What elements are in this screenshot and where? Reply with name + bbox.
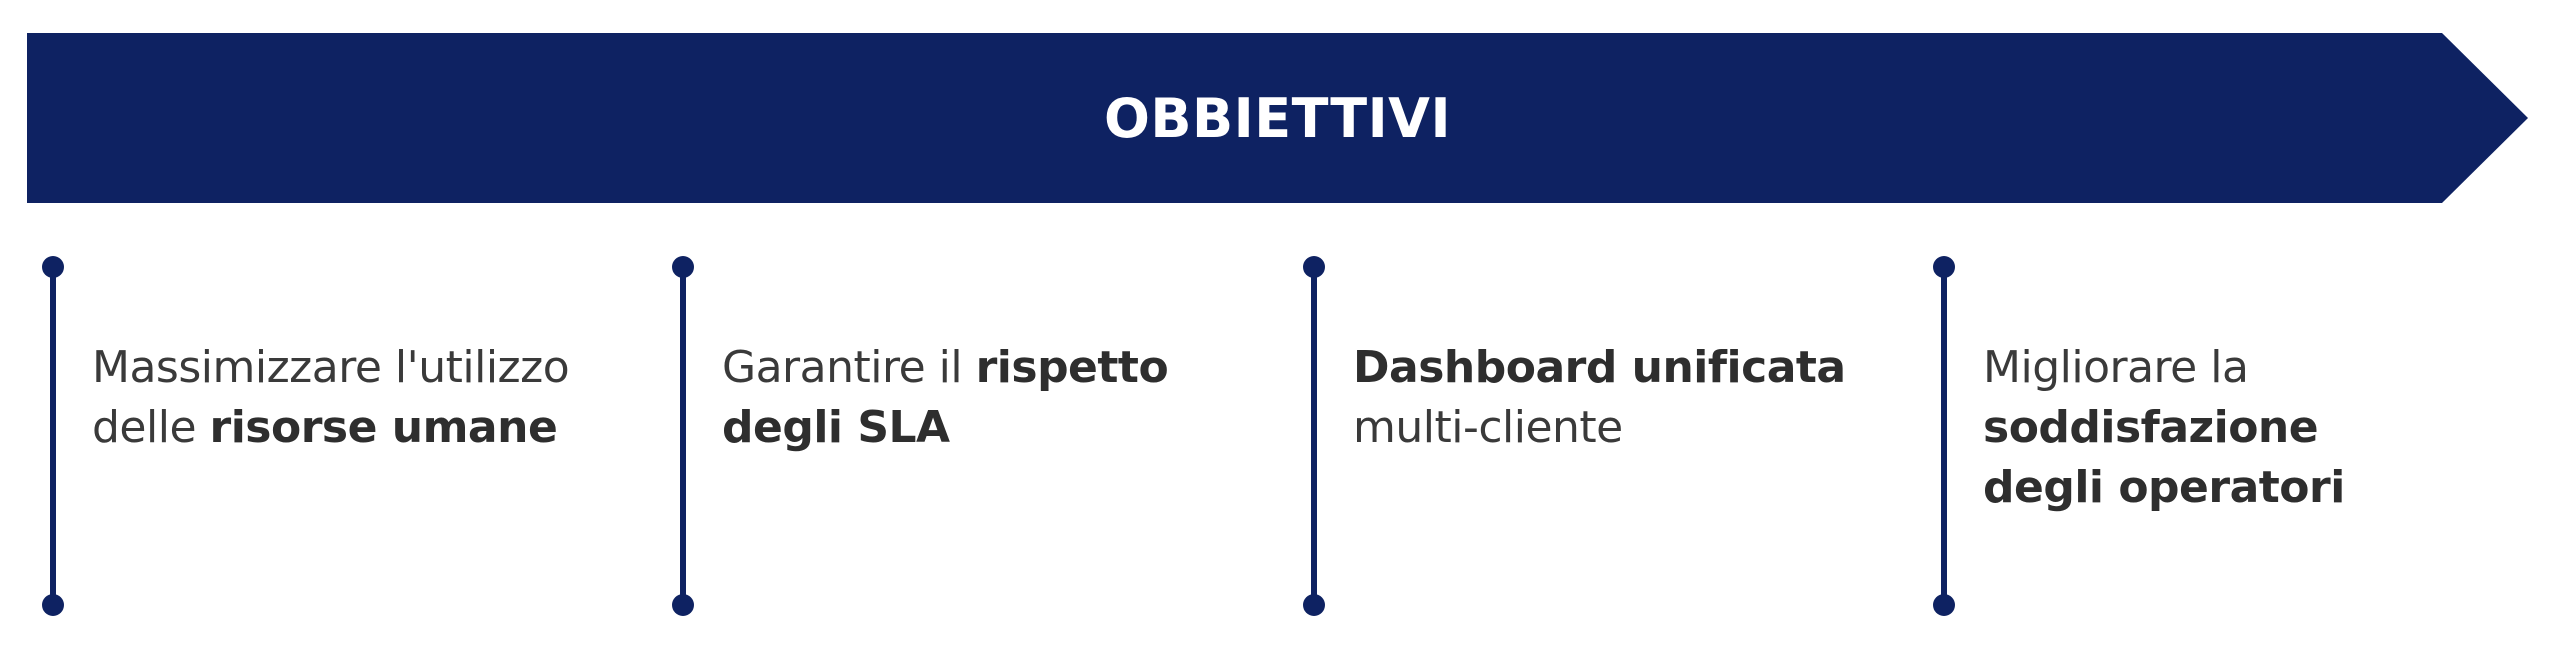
- objective-text-regular: delle: [92, 402, 210, 453]
- arrow-shape: [27, 33, 2528, 203]
- timeline-marker: [1933, 255, 1955, 616]
- timeline-dot-icon: [42, 594, 64, 616]
- timeline-marker: [42, 255, 64, 616]
- objective-text: Dashboard unificata multi-cliente: [1353, 338, 1893, 458]
- objective-text-bold: soddisfazione: [1983, 402, 2319, 453]
- objective-line: Garantire il rispetto: [722, 338, 1262, 398]
- timeline-dot-icon: [1303, 256, 1325, 278]
- objective-text-regular: Garantire il: [722, 342, 976, 393]
- objective-line: delle risorse umane: [92, 398, 632, 458]
- timeline-dot-icon: [1933, 256, 1955, 278]
- objective-line: degli SLA: [722, 398, 1262, 458]
- objective-text-bold: risorse umane: [209, 402, 558, 453]
- objective-line: soddisfazione: [1983, 398, 2523, 458]
- objective-text-regular: multi-cliente: [1353, 402, 1623, 453]
- objective-text: Garantire il rispetto degli SLA: [722, 338, 1262, 458]
- objective-text-bold: degli SLA: [722, 402, 950, 453]
- objective-text-regular: Massimizzare l'utilizzo: [92, 342, 570, 393]
- objective-line: Dashboard unificata: [1353, 338, 1893, 398]
- timeline-line: [1311, 266, 1317, 604]
- timeline-dot-icon: [1933, 594, 1955, 616]
- timeline-line: [680, 266, 686, 604]
- timeline-dot-icon: [672, 594, 694, 616]
- objective-text-regular: Migliorare la: [1983, 342, 2249, 393]
- objective-line: Massimizzare l'utilizzo: [92, 338, 632, 398]
- timeline-line: [50, 266, 56, 604]
- timeline-line: [1941, 266, 1947, 604]
- banner-title: OBBIETTIVI: [1103, 86, 1452, 150]
- timeline-dot-icon: [42, 256, 64, 278]
- objective-text-bold: degli operatori: [1983, 462, 2345, 513]
- timeline-dot-icon: [672, 256, 694, 278]
- objective-text: Massimizzare l'utilizzo delle risorse um…: [92, 338, 632, 458]
- objective-line: Migliorare la: [1983, 338, 2523, 398]
- objective-text-bold: Dashboard unificata: [1353, 342, 1846, 393]
- timeline-marker: [672, 255, 694, 616]
- timeline-dot-icon: [1303, 594, 1325, 616]
- timeline-marker: [1303, 255, 1325, 616]
- objective-text: Migliorare la soddisfazione degli operat…: [1983, 338, 2523, 518]
- objective-text-bold: rispetto: [975, 342, 1169, 393]
- objective-line: multi-cliente: [1353, 398, 1893, 458]
- objective-line: degli operatori: [1983, 458, 2523, 518]
